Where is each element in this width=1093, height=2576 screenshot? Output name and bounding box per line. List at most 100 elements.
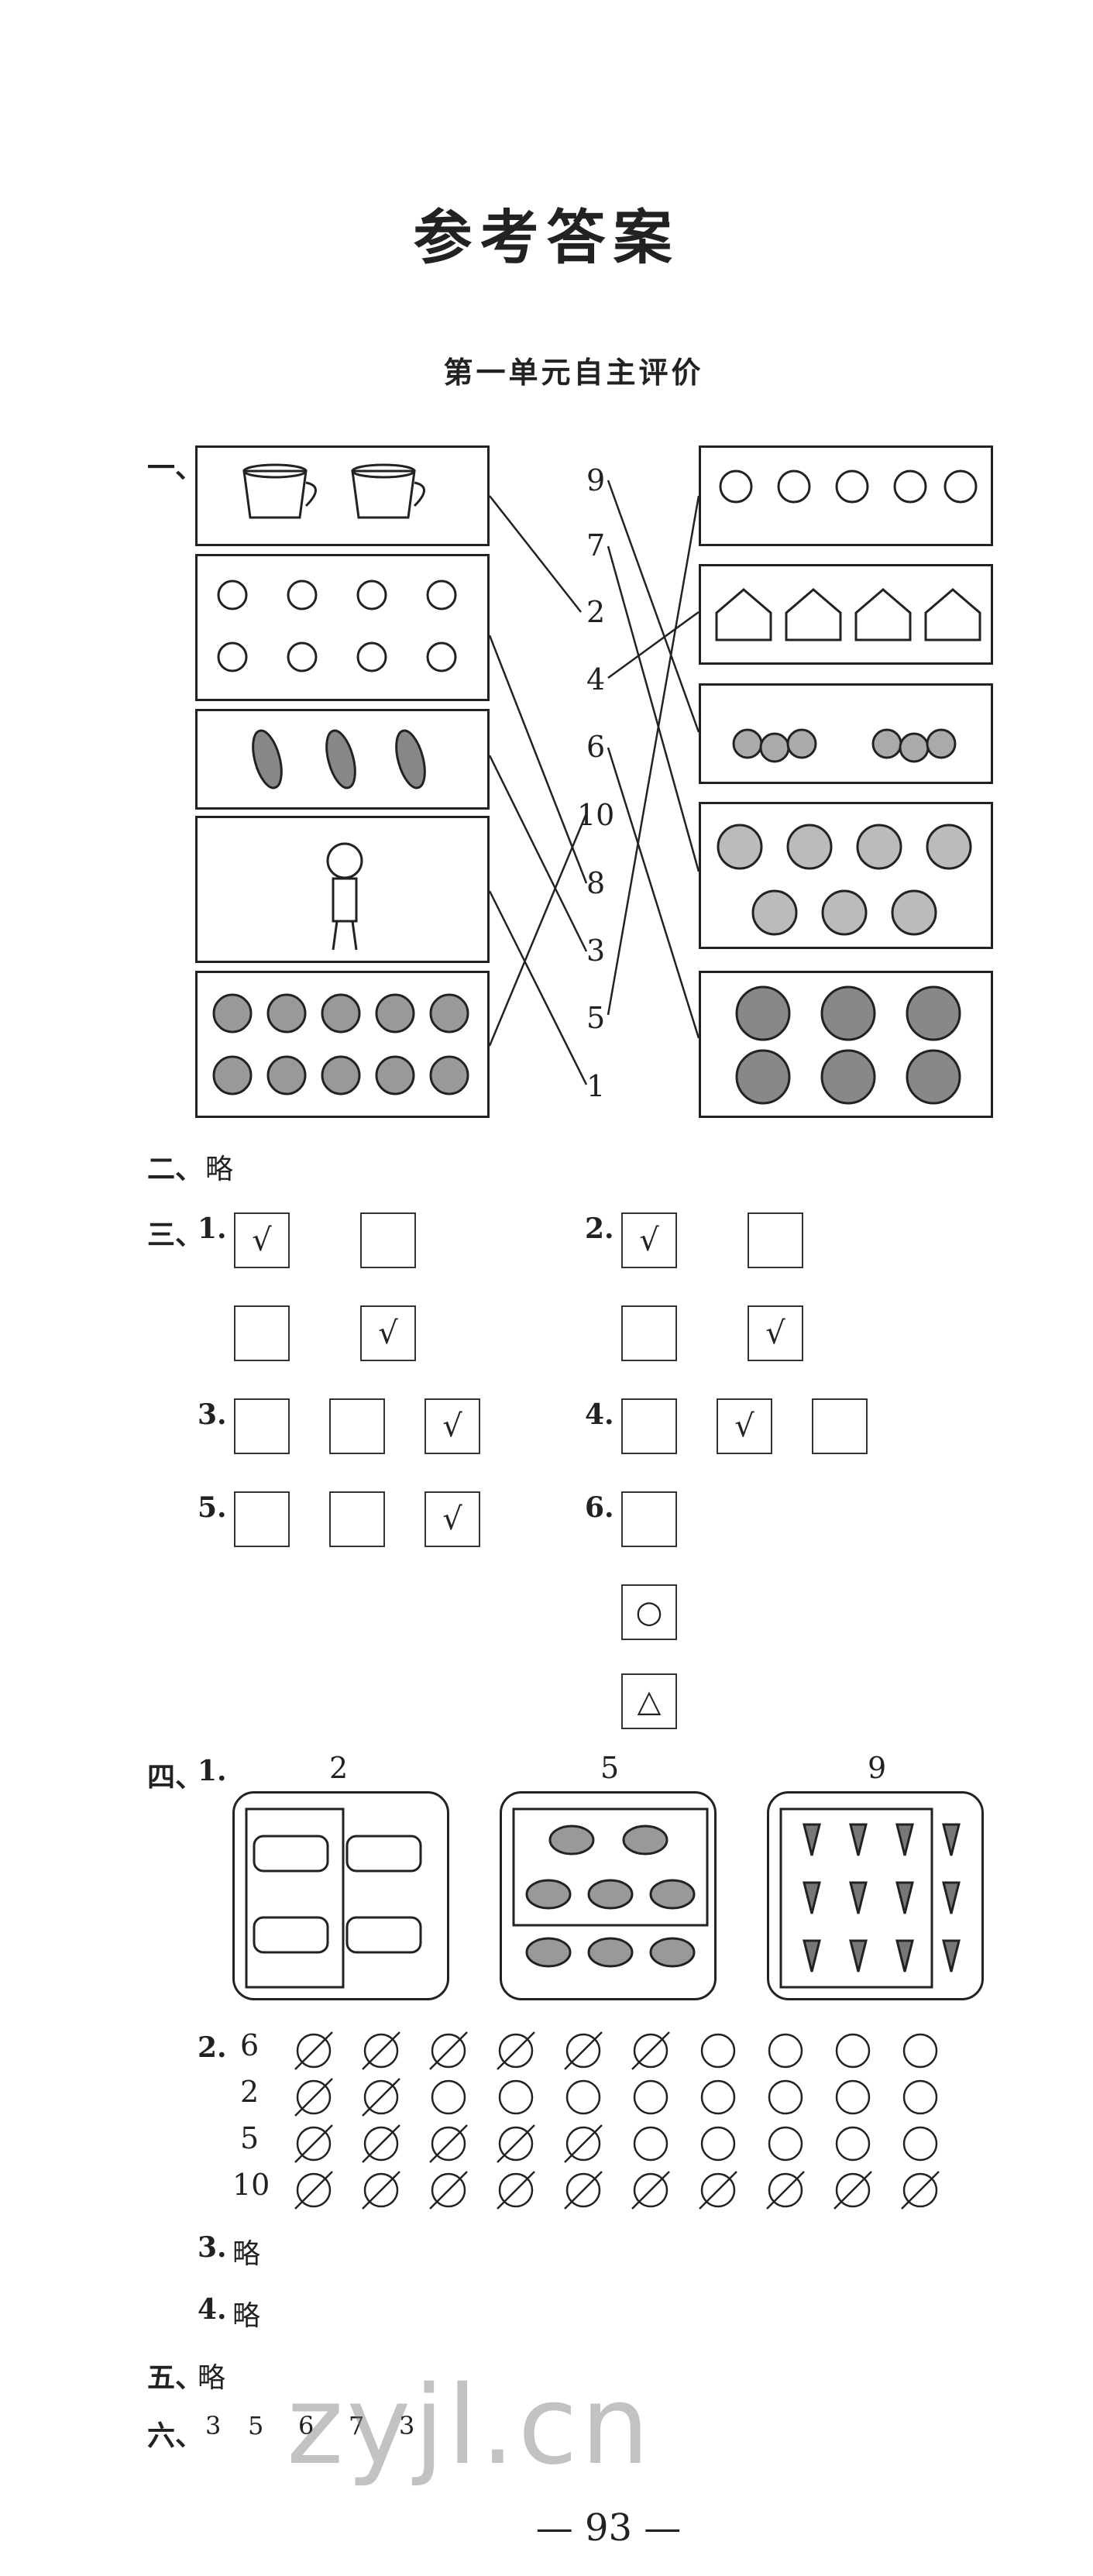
section-3-label: 三、 [147,1219,204,1251]
row-label: 10 [232,2168,270,2202]
matching-lines [488,480,700,1085]
empty-circle [902,2033,938,2069]
houses-picture [699,564,993,665]
page-title: 参考答案 [413,203,680,272]
cross-stroke [766,2171,805,2210]
mouse-icons [719,469,978,504]
question-text: 略 [232,2300,261,2332]
crossed-circle [565,2172,601,2208]
answer-box [329,1398,385,1454]
corn-icons [252,729,426,789]
empty-circle [768,2033,803,2069]
triangle-box: △ [621,1673,677,1729]
basketball-icons [735,985,961,1105]
answer-box [748,1212,803,1268]
circle-rows [294,2031,961,2210]
empty-circle [902,2079,938,2115]
answer-box: √ [234,1212,290,1268]
question-number: 1. [198,1212,227,1245]
cars-group [232,1791,449,2000]
empty-circle [768,2079,803,2115]
answer-box: √ [360,1305,416,1361]
match-number: 3 [586,934,606,968]
empty-circle [700,2079,736,2115]
peaches-picture [195,971,490,1118]
answer-box [360,1212,416,1268]
answer-box: √ [424,1491,480,1547]
match-number: 5 [586,1001,606,1035]
question-number: 1. [198,1755,227,1787]
answer-value: 3 [205,2411,222,2440]
question-number: 6. [585,1491,614,1524]
empty-circle [633,2126,669,2162]
answer-box [234,1491,290,1547]
cups-picture [195,445,490,546]
row-label: 2 [240,2075,260,2109]
corn-picture [195,709,490,810]
crossed-circle [431,2126,466,2162]
answer-value: 5 [248,2411,264,2440]
group-count: 5 [600,1751,620,1785]
chick-icons [217,580,457,672]
crossed-circle [633,2172,669,2208]
answer-value: 3 [399,2411,415,2440]
question-number: 4. [585,1398,614,1431]
match-number: 4 [586,662,606,696]
question-number: 3. [198,2231,227,2264]
section-2-text: 略 [205,1154,234,1185]
answer-box [329,1491,385,1547]
crossed-circle [363,2172,399,2208]
basketballs-picture [699,971,993,1118]
empty-circle [835,2033,871,2069]
cross-stroke [564,2124,603,2163]
question-text: 略 [232,2238,261,2270]
empty-circle [700,2033,736,2069]
match-number: 2 [586,595,606,629]
answer-box [621,1398,677,1454]
cross-stroke [429,2124,468,2163]
question-number: 2. [585,1212,614,1245]
circle-box: ○ [621,1584,677,1640]
crossed-circle [902,2172,938,2208]
cross-stroke [429,2171,468,2210]
crossed-circle [498,2172,534,2208]
question-number: 5. [198,1491,227,1524]
cross-stroke [362,2031,400,2070]
cross-stroke [362,2078,400,2117]
cross-stroke [833,2171,872,2210]
cross-stroke [631,2031,670,2070]
answer-box: √ [717,1398,772,1454]
cross-stroke [294,2124,333,2163]
section-5-label: 五、 [147,2361,204,2394]
apples-picture [699,802,993,949]
answer-box: √ [621,1212,677,1268]
cross-stroke [564,2171,603,2210]
empty-circle [431,2079,466,2115]
cross-stroke [294,2078,333,2117]
crossed-circle [296,2172,332,2208]
empty-circle [498,2079,534,2115]
crossed-circle [363,2079,399,2115]
empty-circle [835,2079,871,2115]
strawberry-icons [779,1807,961,1989]
row-label: 5 [240,2121,260,2155]
cherries-picture [699,683,993,784]
group-count: 2 [329,1751,349,1785]
page-number: — 93 — [535,2506,682,2550]
car-icons [245,1807,422,1989]
answer-box [812,1398,868,1454]
turtle-icons [512,1807,709,1968]
answer-box [621,1491,677,1547]
answer-box [234,1305,290,1361]
chicks-picture [195,554,490,701]
crossed-circle [565,2033,601,2069]
answer-value: 7 [349,2411,365,2440]
house-icons [715,588,981,641]
cross-stroke [294,2171,333,2210]
group-count: 9 [868,1751,887,1785]
crossed-circle [835,2172,871,2208]
cross-stroke [631,2171,670,2210]
empty-circle [565,2079,601,2115]
cross-stroke [497,2124,535,2163]
apple-icons [717,824,972,936]
